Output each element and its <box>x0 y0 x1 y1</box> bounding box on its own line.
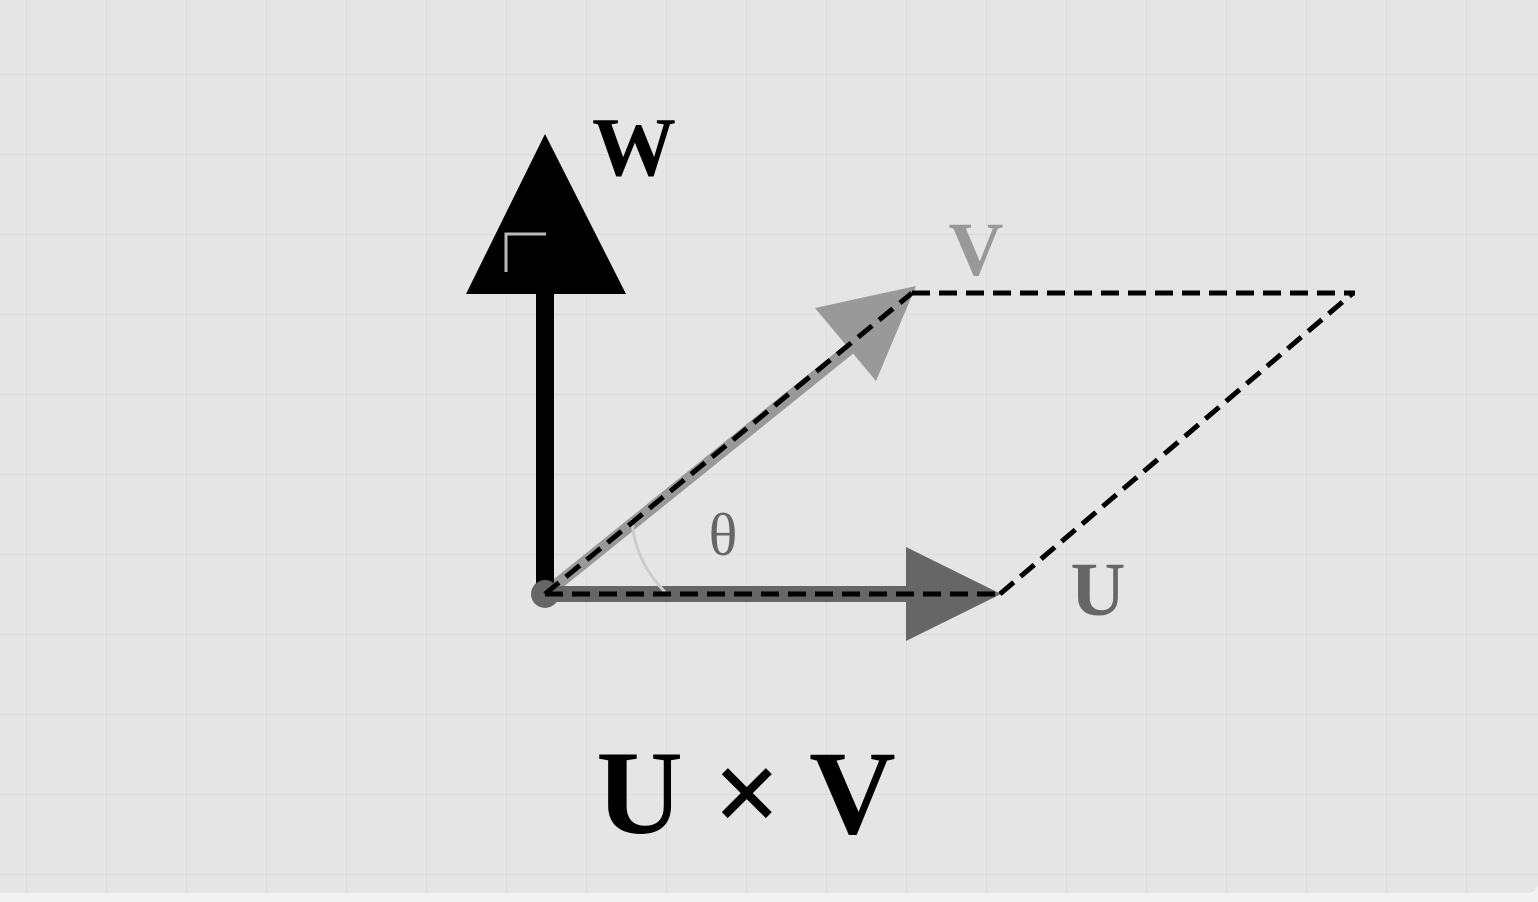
formula-cross-product: U × V <box>596 726 896 859</box>
right-angle-marker <box>504 232 546 272</box>
label-u: U <box>1071 548 1126 632</box>
label-theta: θ <box>709 502 738 568</box>
label-w: W <box>592 101 676 194</box>
parallelogram-edge-left <box>543 291 914 596</box>
parallelogram-edge-right <box>998 291 1355 596</box>
angle-theta-arc <box>630 518 667 594</box>
label-v: V <box>949 208 1004 292</box>
parallelogram-outline <box>543 290 1355 597</box>
